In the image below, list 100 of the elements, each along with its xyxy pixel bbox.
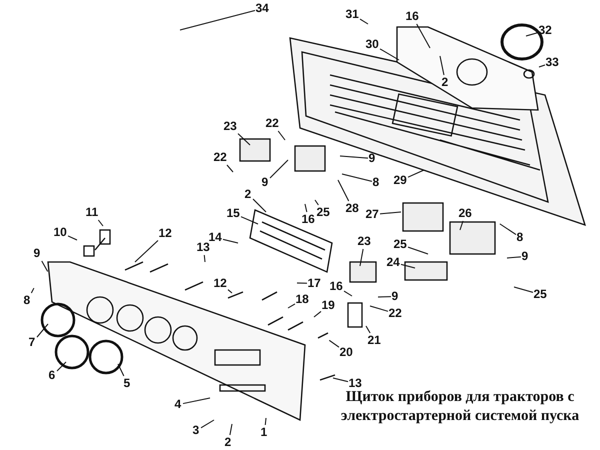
leader-line bbox=[288, 303, 296, 308]
callout-number: 33 bbox=[546, 56, 559, 68]
leader-line bbox=[380, 48, 400, 60]
callout-number: 2 bbox=[442, 76, 448, 88]
leader-line bbox=[180, 10, 256, 30]
leader-line bbox=[222, 238, 238, 244]
callout-number: 8 bbox=[372, 176, 380, 188]
leader-line bbox=[278, 130, 286, 140]
leader-line bbox=[416, 24, 430, 48]
callout-number: 9 bbox=[262, 176, 268, 188]
callout-number: 8 bbox=[516, 230, 524, 244]
leader-line bbox=[344, 290, 352, 296]
leader-line bbox=[440, 56, 444, 76]
leader-line bbox=[30, 288, 34, 294]
leader-line bbox=[526, 32, 538, 36]
callout-number: 22 bbox=[266, 116, 279, 130]
callout-number: 9 bbox=[34, 246, 40, 260]
leader-line bbox=[340, 156, 368, 159]
callout-number: 23 bbox=[224, 120, 237, 132]
leader-line bbox=[68, 235, 78, 240]
callout-number: 27 bbox=[366, 208, 379, 220]
callout-number: 23 bbox=[358, 234, 371, 248]
leader-line bbox=[408, 246, 428, 254]
callout-number: 9 bbox=[368, 152, 376, 164]
callout-number: 1 bbox=[260, 426, 268, 438]
callout-number: 32 bbox=[538, 24, 552, 36]
callout-number: 25 bbox=[534, 288, 547, 300]
callout-number: 4 bbox=[174, 398, 182, 410]
callout-number: 13 bbox=[348, 376, 362, 390]
callout-number: 24 bbox=[386, 256, 400, 268]
callout-number: 22 bbox=[214, 150, 227, 164]
callout-number: 29 bbox=[394, 174, 407, 186]
callout-number: 3 bbox=[192, 424, 200, 436]
leader-line bbox=[204, 254, 206, 262]
callout-number: 2 bbox=[244, 188, 252, 200]
leader-line bbox=[360, 18, 368, 24]
leader-line bbox=[538, 64, 546, 68]
leader-line bbox=[296, 282, 308, 284]
leader-line bbox=[506, 256, 522, 258]
callout-number: 16 bbox=[406, 10, 419, 22]
callout-number: 26 bbox=[458, 206, 472, 220]
leader-line bbox=[264, 418, 266, 426]
callout-number: 6 bbox=[48, 368, 56, 382]
leader-line bbox=[226, 164, 234, 172]
leader-line bbox=[238, 133, 250, 146]
leader-line bbox=[338, 180, 350, 202]
leader-line bbox=[304, 204, 308, 212]
leader-line bbox=[400, 264, 416, 268]
callout-number: 11 bbox=[86, 206, 98, 218]
callout-number: 28 bbox=[346, 202, 359, 214]
callout-number: 16 bbox=[302, 212, 315, 226]
leader-line bbox=[366, 326, 371, 334]
leader-line bbox=[360, 248, 364, 266]
leader-line bbox=[182, 398, 210, 404]
leader-line bbox=[408, 170, 424, 178]
leader-line bbox=[332, 378, 348, 382]
leader-line bbox=[314, 310, 322, 318]
callout-number: 30 bbox=[366, 38, 379, 50]
callout-number: 15 bbox=[226, 206, 240, 220]
caption: Щиток приборов для тракторов с электростартерной системой пуска bbox=[340, 388, 580, 426]
leader-line bbox=[41, 260, 48, 272]
leader-line bbox=[460, 220, 464, 230]
leader-line bbox=[314, 200, 319, 206]
leader-line bbox=[378, 296, 392, 298]
callout-number: 18 bbox=[296, 292, 309, 306]
callout-number: 13 bbox=[196, 240, 210, 254]
callout-number: 31 bbox=[346, 8, 359, 20]
callout-number: 12 bbox=[158, 226, 172, 240]
callout-number: 22 bbox=[388, 306, 402, 320]
leader-line bbox=[134, 240, 158, 262]
callout-number: 25 bbox=[394, 238, 407, 250]
callout-number: 19 bbox=[322, 298, 335, 312]
callout-number: 5 bbox=[124, 376, 130, 390]
leader-line bbox=[370, 306, 388, 312]
leader-line bbox=[499, 223, 516, 236]
callout-number: 7 bbox=[28, 336, 36, 348]
leader-line bbox=[342, 174, 372, 182]
leader-line bbox=[228, 289, 232, 294]
leader-line bbox=[118, 364, 124, 376]
leader-line bbox=[270, 160, 288, 178]
callout-number: 9 bbox=[392, 290, 398, 302]
leader-line bbox=[514, 286, 534, 293]
callout-number: 10 bbox=[54, 226, 67, 238]
leader-line bbox=[200, 420, 214, 428]
leader-line bbox=[252, 198, 266, 212]
callout-number: 34 bbox=[256, 2, 269, 14]
callout-number: 8 bbox=[24, 294, 30, 306]
leader-line bbox=[328, 340, 340, 348]
callout-number: 14 bbox=[208, 230, 222, 244]
leader-line bbox=[56, 362, 66, 372]
leader-line bbox=[229, 424, 232, 436]
callout-number: 12 bbox=[214, 276, 227, 290]
callout-number: 17 bbox=[308, 276, 321, 290]
leader-line bbox=[240, 216, 258, 224]
callout-number: 2 bbox=[224, 436, 232, 448]
callout-number: 25 bbox=[316, 206, 330, 218]
callout-number: 21 bbox=[368, 334, 381, 346]
callout-number: 9 bbox=[522, 250, 528, 262]
callout-number: 16 bbox=[330, 280, 343, 292]
leader-line bbox=[380, 212, 402, 214]
